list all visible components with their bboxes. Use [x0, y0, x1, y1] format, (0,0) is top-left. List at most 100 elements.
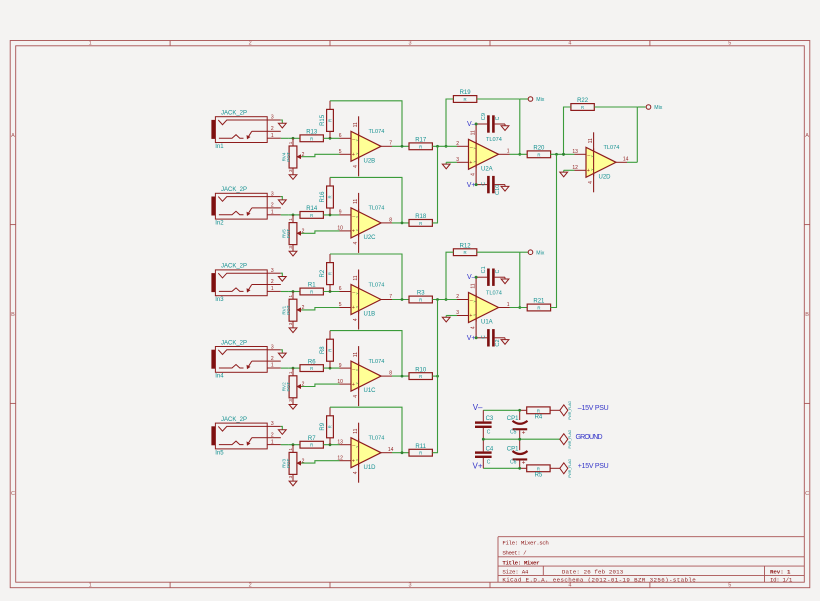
- svg-text:8: 8: [389, 217, 392, 223]
- svg-text:C9: C9: [481, 113, 487, 120]
- svg-text:TL074: TL074: [369, 436, 385, 442]
- svg-text:–: –: [352, 137, 356, 143]
- svg-text:11: 11: [470, 130, 476, 135]
- svg-text:R11: R11: [415, 444, 426, 450]
- svg-text:U1B: U1B: [364, 312, 376, 318]
- svg-text:R19: R19: [460, 90, 472, 96]
- svg-text:V+: V+: [467, 182, 476, 189]
- svg-text:11: 11: [353, 428, 359, 433]
- svg-text:3: 3: [408, 583, 411, 589]
- svg-text:R: R: [419, 144, 422, 149]
- svg-text:POT: POT: [286, 458, 291, 468]
- svg-text:4: 4: [353, 471, 359, 474]
- svg-text:R: R: [327, 349, 332, 352]
- svg-text:U1A: U1A: [481, 320, 493, 326]
- svg-text:U2D: U2D: [599, 174, 612, 180]
- svg-text:2: 2: [456, 294, 459, 300]
- svg-text:RV3: RV3: [281, 459, 286, 468]
- svg-text:4: 4: [470, 326, 476, 329]
- svg-text:2: 2: [249, 583, 252, 589]
- svg-text:In4: In4: [215, 374, 224, 380]
- svg-text:TL074: TL074: [604, 145, 620, 151]
- svg-text:v: v: [473, 314, 477, 316]
- svg-text:12: 12: [572, 165, 578, 171]
- svg-text:U2B: U2B: [364, 158, 376, 164]
- svg-text:6: 6: [339, 133, 342, 139]
- svg-text:Id: 1/1: Id: 1/1: [770, 577, 793, 584]
- svg-text:+: +: [522, 460, 526, 467]
- svg-text:A: A: [805, 133, 809, 139]
- svg-text:2: 2: [302, 152, 305, 158]
- svg-text:B: B: [11, 312, 15, 318]
- svg-text:3: 3: [271, 421, 274, 427]
- svg-text:R: R: [327, 272, 332, 275]
- svg-text:1: 1: [288, 294, 293, 297]
- svg-text:RV5: RV5: [281, 229, 286, 238]
- svg-text:C: C: [487, 429, 491, 435]
- svg-text:2: 2: [302, 229, 305, 235]
- svg-text:C10: C10: [495, 185, 501, 195]
- svg-text:Mix: Mix: [536, 97, 544, 103]
- svg-text:R7: R7: [308, 436, 316, 442]
- svg-text:+: +: [469, 160, 472, 166]
- svg-text:R20: R20: [533, 146, 545, 152]
- svg-text:In1: In1: [215, 144, 224, 150]
- svg-text:3: 3: [271, 345, 274, 351]
- svg-text:R: R: [310, 290, 313, 295]
- svg-text:3: 3: [271, 268, 274, 274]
- svg-text:v: v: [355, 369, 359, 371]
- svg-text:PWR_FLAG: PWR_FLAG: [568, 459, 572, 478]
- svg-text:1: 1: [89, 583, 92, 589]
- svg-text:TL074: TL074: [486, 290, 502, 296]
- svg-text:R: R: [327, 195, 332, 198]
- svg-text:14: 14: [388, 447, 394, 453]
- svg-text:v: v: [590, 155, 594, 157]
- svg-text:A: A: [11, 133, 15, 139]
- svg-text:TL074: TL074: [486, 137, 502, 143]
- svg-text:10: 10: [337, 226, 343, 232]
- svg-text:JACK_2P: JACK_2P: [221, 264, 247, 270]
- svg-text:+15V PSU: +15V PSU: [578, 463, 609, 470]
- svg-text:V–: V–: [473, 403, 483, 412]
- svg-text:v: v: [590, 168, 594, 170]
- svg-text:R13: R13: [306, 130, 318, 136]
- svg-text:In5: In5: [215, 450, 224, 456]
- svg-text:2: 2: [249, 41, 252, 47]
- svg-text:4: 4: [353, 241, 359, 244]
- svg-text:R6: R6: [308, 359, 316, 365]
- svg-text:Sheet: /: Sheet: /: [502, 549, 527, 556]
- svg-text:13: 13: [337, 439, 343, 445]
- svg-text:6: 6: [339, 286, 342, 292]
- svg-text:POT: POT: [286, 152, 291, 162]
- svg-text:5: 5: [339, 302, 342, 308]
- svg-text:–: –: [352, 290, 356, 296]
- svg-text:v: v: [355, 292, 359, 294]
- svg-text:4: 4: [353, 165, 359, 168]
- svg-text:4: 4: [353, 395, 359, 398]
- svg-text:2: 2: [302, 458, 305, 464]
- svg-text:R22: R22: [577, 98, 589, 104]
- svg-text:10: 10: [337, 379, 343, 385]
- svg-text:–: –: [470, 145, 474, 151]
- svg-text:4: 4: [588, 181, 594, 184]
- svg-text:2: 2: [271, 203, 274, 209]
- svg-text:Mix: Mix: [654, 105, 662, 111]
- svg-text:11: 11: [353, 199, 359, 204]
- svg-text:v: v: [355, 216, 359, 218]
- svg-text:3: 3: [288, 169, 293, 172]
- svg-text:1: 1: [507, 302, 510, 308]
- svg-text:GROUND: GROUND: [576, 434, 603, 441]
- svg-text:v: v: [355, 459, 359, 461]
- svg-text:+: +: [352, 152, 355, 158]
- svg-text:v: v: [473, 160, 477, 162]
- svg-text:11: 11: [588, 138, 594, 143]
- svg-text:R16: R16: [320, 191, 326, 203]
- svg-text:RV2: RV2: [281, 382, 286, 391]
- svg-text:+: +: [352, 458, 355, 464]
- svg-text:R: R: [310, 213, 313, 218]
- svg-text:R2: R2: [320, 269, 326, 277]
- svg-text:POT: POT: [286, 229, 291, 239]
- svg-text:R12: R12: [460, 243, 472, 249]
- svg-text:1: 1: [271, 210, 274, 216]
- svg-text:R: R: [464, 250, 467, 255]
